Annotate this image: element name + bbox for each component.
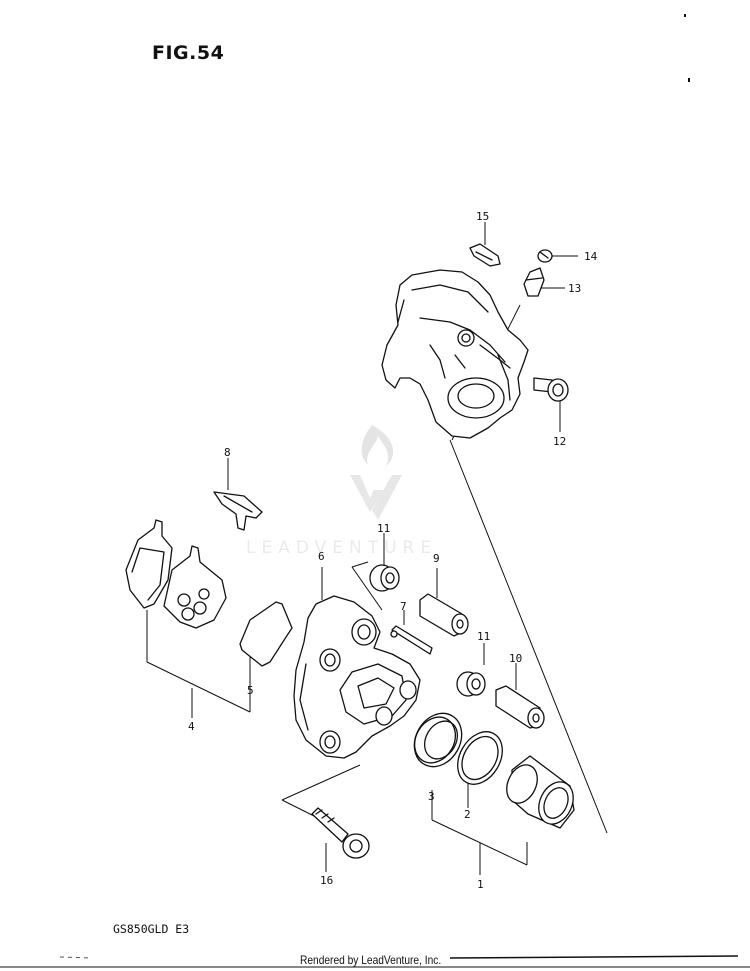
part-15-pad-spring xyxy=(469,243,501,267)
callout-3: 3 xyxy=(428,790,435,803)
callout-11b: 11 xyxy=(477,630,490,643)
figure-title: FIG.54 xyxy=(152,42,225,64)
leadventure-watermark: LEADVENTURE xyxy=(246,425,437,558)
callout-7: 7 xyxy=(400,600,407,613)
flame-logo-icon xyxy=(361,425,394,466)
callout-6: 6 xyxy=(318,550,325,563)
part-11-boot-lower xyxy=(456,671,486,697)
scan-mark xyxy=(684,14,686,17)
callout-1: 1 xyxy=(477,878,484,891)
rendered-by-footer: Rendered by LeadVenture, Inc. xyxy=(300,953,442,967)
callout-4: 4 xyxy=(188,720,195,733)
part-1-piston xyxy=(506,755,575,829)
part-4-brake-pads xyxy=(125,519,227,629)
part-14-bleeder-cap xyxy=(537,249,553,263)
callout-14: 14 xyxy=(584,250,598,263)
part-16-mounting-bolt xyxy=(311,807,370,859)
watermark-text: LEADVENTURE xyxy=(246,538,437,558)
callout-15: 15 xyxy=(476,210,489,223)
part-7-pin xyxy=(390,625,433,655)
part-6-caliper-housing xyxy=(293,595,421,759)
scan-mark xyxy=(688,78,690,82)
part-10-sleeve xyxy=(495,685,545,729)
callout-9: 9 xyxy=(433,552,440,565)
callout-13: 13 xyxy=(568,282,581,295)
v-logo-icon xyxy=(350,475,384,512)
callout-10: 10 xyxy=(509,652,522,665)
callout-8: 8 xyxy=(224,446,231,459)
callout-5: 5 xyxy=(247,684,254,697)
part-9-sleeve xyxy=(419,593,469,637)
callout-labels: 15 14 13 12 8 11 6 9 7 11 10 5 4 3 2 16 … xyxy=(188,210,598,891)
callout-2: 2 xyxy=(464,808,471,821)
part-8-pad-clip xyxy=(213,491,263,531)
footer-mark xyxy=(59,956,91,959)
part-11-boot-upper xyxy=(369,564,400,592)
callout-11a: 11 xyxy=(377,522,390,535)
part-5-shim xyxy=(239,601,293,667)
model-code: GS850GLD E3 xyxy=(113,922,190,936)
part-3-dust-seal xyxy=(413,712,463,768)
callout-12: 12 xyxy=(553,435,566,448)
caliper-bracket xyxy=(381,269,529,439)
part-13-bleeder-valve xyxy=(523,267,545,297)
footer-underline xyxy=(449,955,739,959)
part-2-piston-seal xyxy=(457,731,503,785)
callout-16: 16 xyxy=(320,874,333,887)
part-12-bolt xyxy=(533,377,569,402)
